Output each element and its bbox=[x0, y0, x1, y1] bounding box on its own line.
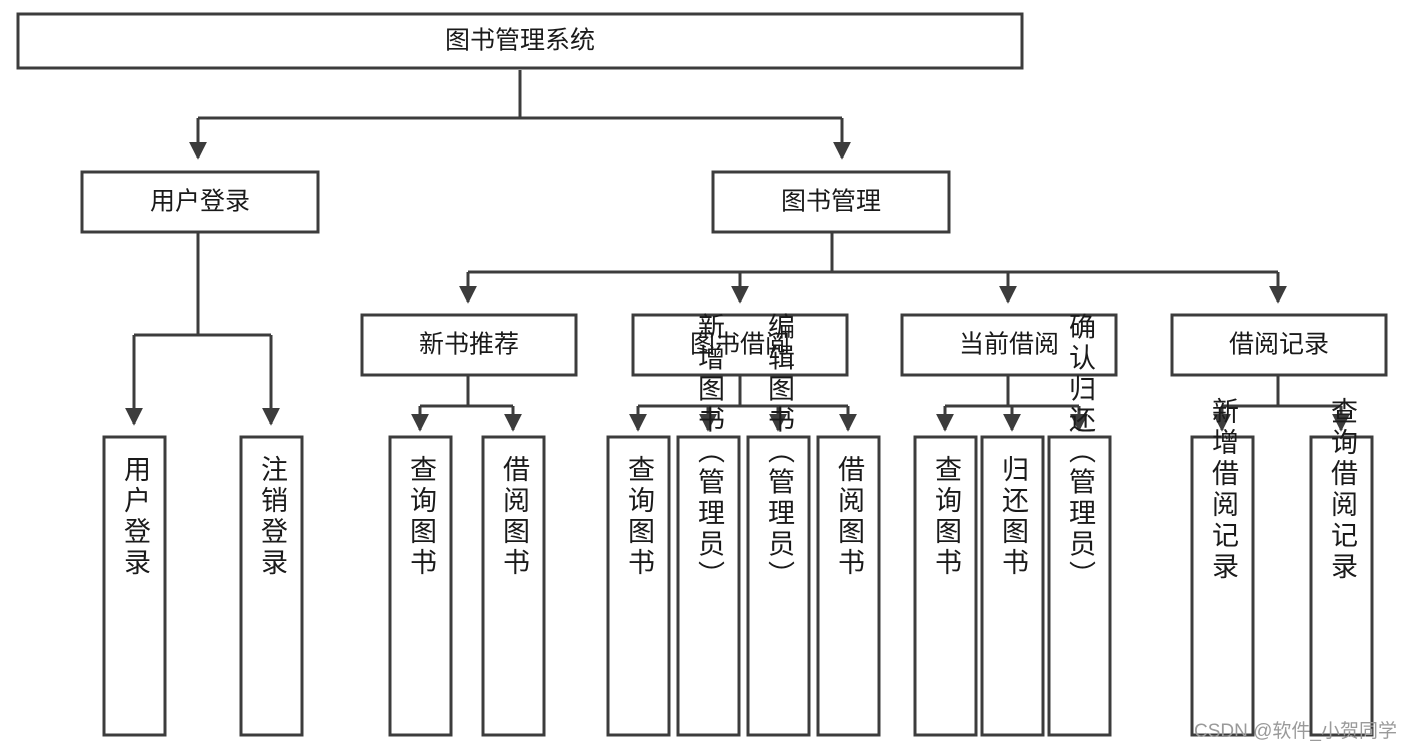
node-root-box bbox=[16, 12, 1024, 70]
leaf-current-2-label: 归还图书 bbox=[998, 455, 1029, 579]
node-book-management[interactable]: 图书管理 bbox=[711, 170, 951, 234]
leaf-records-1[interactable]: 新增借阅记录 bbox=[1190, 397, 1255, 737]
leaf-borrow-4-label: 借阅图书 bbox=[834, 455, 865, 579]
node-book-management-label: 图书管理 bbox=[781, 188, 881, 216]
leaf-borrow-1-label: 查询图书 bbox=[624, 455, 655, 579]
leaf-records-1-box bbox=[1190, 435, 1255, 737]
leaf-borrow-1-box bbox=[606, 435, 671, 737]
leaf-borrow-2-label: 新增图书（管理员） bbox=[694, 312, 725, 591]
leaf-current-3[interactable]: 确认归还（管理员） bbox=[1047, 312, 1112, 737]
leaf-current-1-label: 查询图书 bbox=[931, 455, 962, 579]
node-book-management-box bbox=[711, 170, 951, 234]
leaf-new-book-1-label: 查询图书 bbox=[406, 455, 437, 579]
node-new-book-recommend-box bbox=[360, 313, 578, 377]
leaf-new-book-2-label: 借阅图书 bbox=[499, 455, 530, 579]
leaf-user-login-1[interactable]: 用户登录 bbox=[102, 435, 167, 737]
connector-group-current bbox=[936, 375, 1088, 432]
leaf-user-login-2-box bbox=[239, 435, 304, 737]
node-new-book-recommend[interactable]: 新书推荐 bbox=[360, 313, 578, 377]
leaf-records-1-label: 新增借阅记录 bbox=[1208, 397, 1239, 583]
leaf-user-login-2[interactable]: 注销登录 bbox=[239, 435, 304, 737]
leaf-borrow-1[interactable]: 查询图书 bbox=[606, 435, 671, 737]
connector-group-user-login bbox=[125, 232, 280, 426]
leaf-new-book-2[interactable]: 借阅图书 bbox=[481, 435, 546, 737]
leaf-current-1[interactable]: 查询图书 bbox=[913, 435, 978, 737]
connector-group-borrow bbox=[629, 375, 857, 432]
leaf-records-2-label: 查询借阅记录 bbox=[1327, 397, 1358, 583]
leaf-user-login-1-box bbox=[102, 435, 167, 737]
leaf-records-2[interactable]: 查询借阅记录 bbox=[1309, 397, 1374, 737]
leaf-borrow-3-box bbox=[746, 435, 811, 737]
leaf-borrow-3[interactable]: 编辑图书（管理员） bbox=[746, 312, 811, 737]
leaf-borrow-2-box bbox=[676, 435, 741, 737]
leaf-current-1-box bbox=[913, 435, 978, 737]
node-user-login-box bbox=[80, 170, 320, 234]
connector-group-records bbox=[1213, 375, 1350, 432]
leaf-user-login-1-label: 用户登录 bbox=[120, 455, 151, 579]
node-book-borrow[interactable]: 图书借阅 bbox=[631, 313, 849, 377]
leaf-borrow-4-box bbox=[816, 435, 881, 737]
leaf-current-2[interactable]: 归还图书 bbox=[980, 435, 1045, 737]
node-new-book-recommend-label: 新书推荐 bbox=[419, 331, 519, 359]
node-root-label: 图书管理系统 bbox=[445, 27, 595, 55]
leaf-current-3-label: 确认归还（管理员） bbox=[1065, 312, 1096, 591]
leaf-records-2-box bbox=[1309, 435, 1374, 737]
node-root[interactable]: 图书管理系统 bbox=[16, 12, 1024, 70]
leaf-new-book-1[interactable]: 查询图书 bbox=[388, 435, 453, 737]
connector-group-book-mgmt bbox=[459, 232, 1287, 304]
leaf-borrow-2[interactable]: 新增图书（管理员） bbox=[676, 312, 741, 737]
leaf-current-2-box bbox=[980, 435, 1045, 737]
node-user-login-label: 用户登录 bbox=[150, 188, 250, 216]
node-borrow-records[interactable]: 借阅记录 bbox=[1170, 313, 1388, 377]
node-current-borrow[interactable]: 当前借阅 bbox=[900, 313, 1118, 377]
leaf-borrow-4[interactable]: 借阅图书 bbox=[816, 435, 881, 737]
leaf-new-book-2-box bbox=[481, 435, 546, 737]
leaf-new-book-1-box bbox=[388, 435, 453, 737]
node-book-borrow-label: 图书借阅 bbox=[690, 331, 790, 359]
node-current-borrow-box bbox=[900, 313, 1118, 377]
node-borrow-records-label: 借阅记录 bbox=[1229, 331, 1329, 359]
connector-group-new-book bbox=[411, 375, 522, 432]
connector-group-root bbox=[189, 70, 851, 160]
leaf-user-login-2-label: 注销登录 bbox=[257, 455, 288, 579]
node-current-borrow-label: 当前借阅 bbox=[959, 331, 1059, 359]
node-user-login[interactable]: 用户登录 bbox=[80, 170, 320, 234]
node-book-borrow-box bbox=[631, 313, 849, 377]
leaf-current-3-box bbox=[1047, 435, 1112, 737]
node-borrow-records-box bbox=[1170, 313, 1388, 377]
leaf-borrow-3-label: 编辑图书（管理员） bbox=[764, 312, 795, 591]
